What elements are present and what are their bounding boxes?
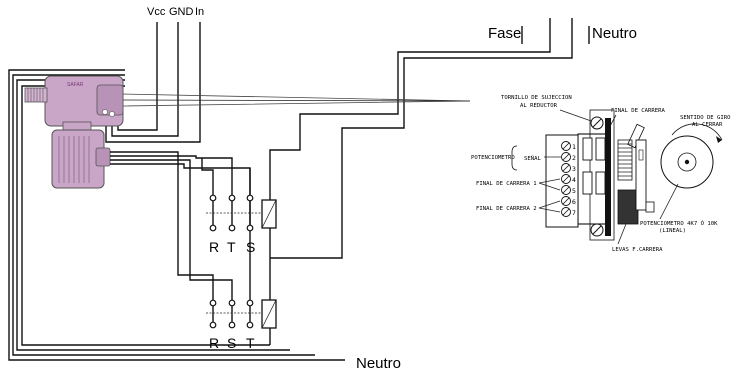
tornillo-label-line1: TORNILLO DE SUJECCION <box>501 95 572 101</box>
terminal-2: 2 <box>572 154 576 162</box>
neutro-top-label: Neutro <box>592 25 637 42</box>
sentido-label-line1: SENTIDO DE GIRO <box>680 115 731 121</box>
pot-spec-line1: POTENCIOMETRO 4K7 Ó 10K <box>640 220 718 227</box>
limit-switch-detail: TORNILLO DE SUJECCION AL REDUCTOR FINAL … <box>471 95 731 253</box>
levas-label: LEVAS F.CARRERA <box>612 247 663 253</box>
contactor-top-terminal-r: R <box>209 239 219 255</box>
gnd-label: GND <box>169 6 194 18</box>
motor-brand-label: SAFAR <box>67 82 84 88</box>
final-carrera-2-label: FINAL DE CARRERA 2 <box>476 206 537 212</box>
fase-wires <box>269 44 573 259</box>
final-de-carrera-label: FINAL DE CARRERA <box>611 108 666 114</box>
final-carrera-1-label: FINAL DE CARRERA 1 <box>476 181 537 187</box>
contactor-bottom: R S T <box>206 258 277 351</box>
terminal-5: 5 <box>572 187 576 195</box>
sentido-label-line2: AL CERRAR <box>692 122 723 128</box>
fase-neutro-terminals <box>521 18 590 44</box>
motor-power-bus <box>110 151 251 300</box>
terminal-3: 3 <box>572 165 576 173</box>
contactor-top-terminal-s: S <box>246 239 255 255</box>
contactor-bottom-terminal-r: R <box>209 335 219 351</box>
contactor-top: R T S <box>206 194 277 258</box>
fase-label: Fase <box>488 25 521 42</box>
potenciometro-label: POTENCIOMETRO <box>471 155 515 161</box>
contactor-bottom-terminal-s: S <box>227 335 236 351</box>
neutro-bottom-label: Neutro <box>356 355 401 369</box>
tornillo-label-line2: AL REDUCTOR <box>520 103 558 109</box>
vcc-label: Vcc <box>147 6 166 18</box>
pot-spec-line2: (LINEAL) <box>659 228 686 234</box>
senal-label: SEÑAL <box>524 155 541 162</box>
shaft-pointer <box>121 93 471 107</box>
contactor-top-terminal-t: T <box>227 239 236 255</box>
motor: SAFAR <box>24 75 124 189</box>
terminal-7: 7 <box>572 209 576 217</box>
terminal-4: 4 <box>572 176 576 184</box>
contactor-bottom-terminal-t: T <box>246 335 255 351</box>
in-label: In <box>195 6 204 18</box>
terminal-6: 6 <box>572 198 576 206</box>
terminal-1: 1 <box>572 143 576 151</box>
